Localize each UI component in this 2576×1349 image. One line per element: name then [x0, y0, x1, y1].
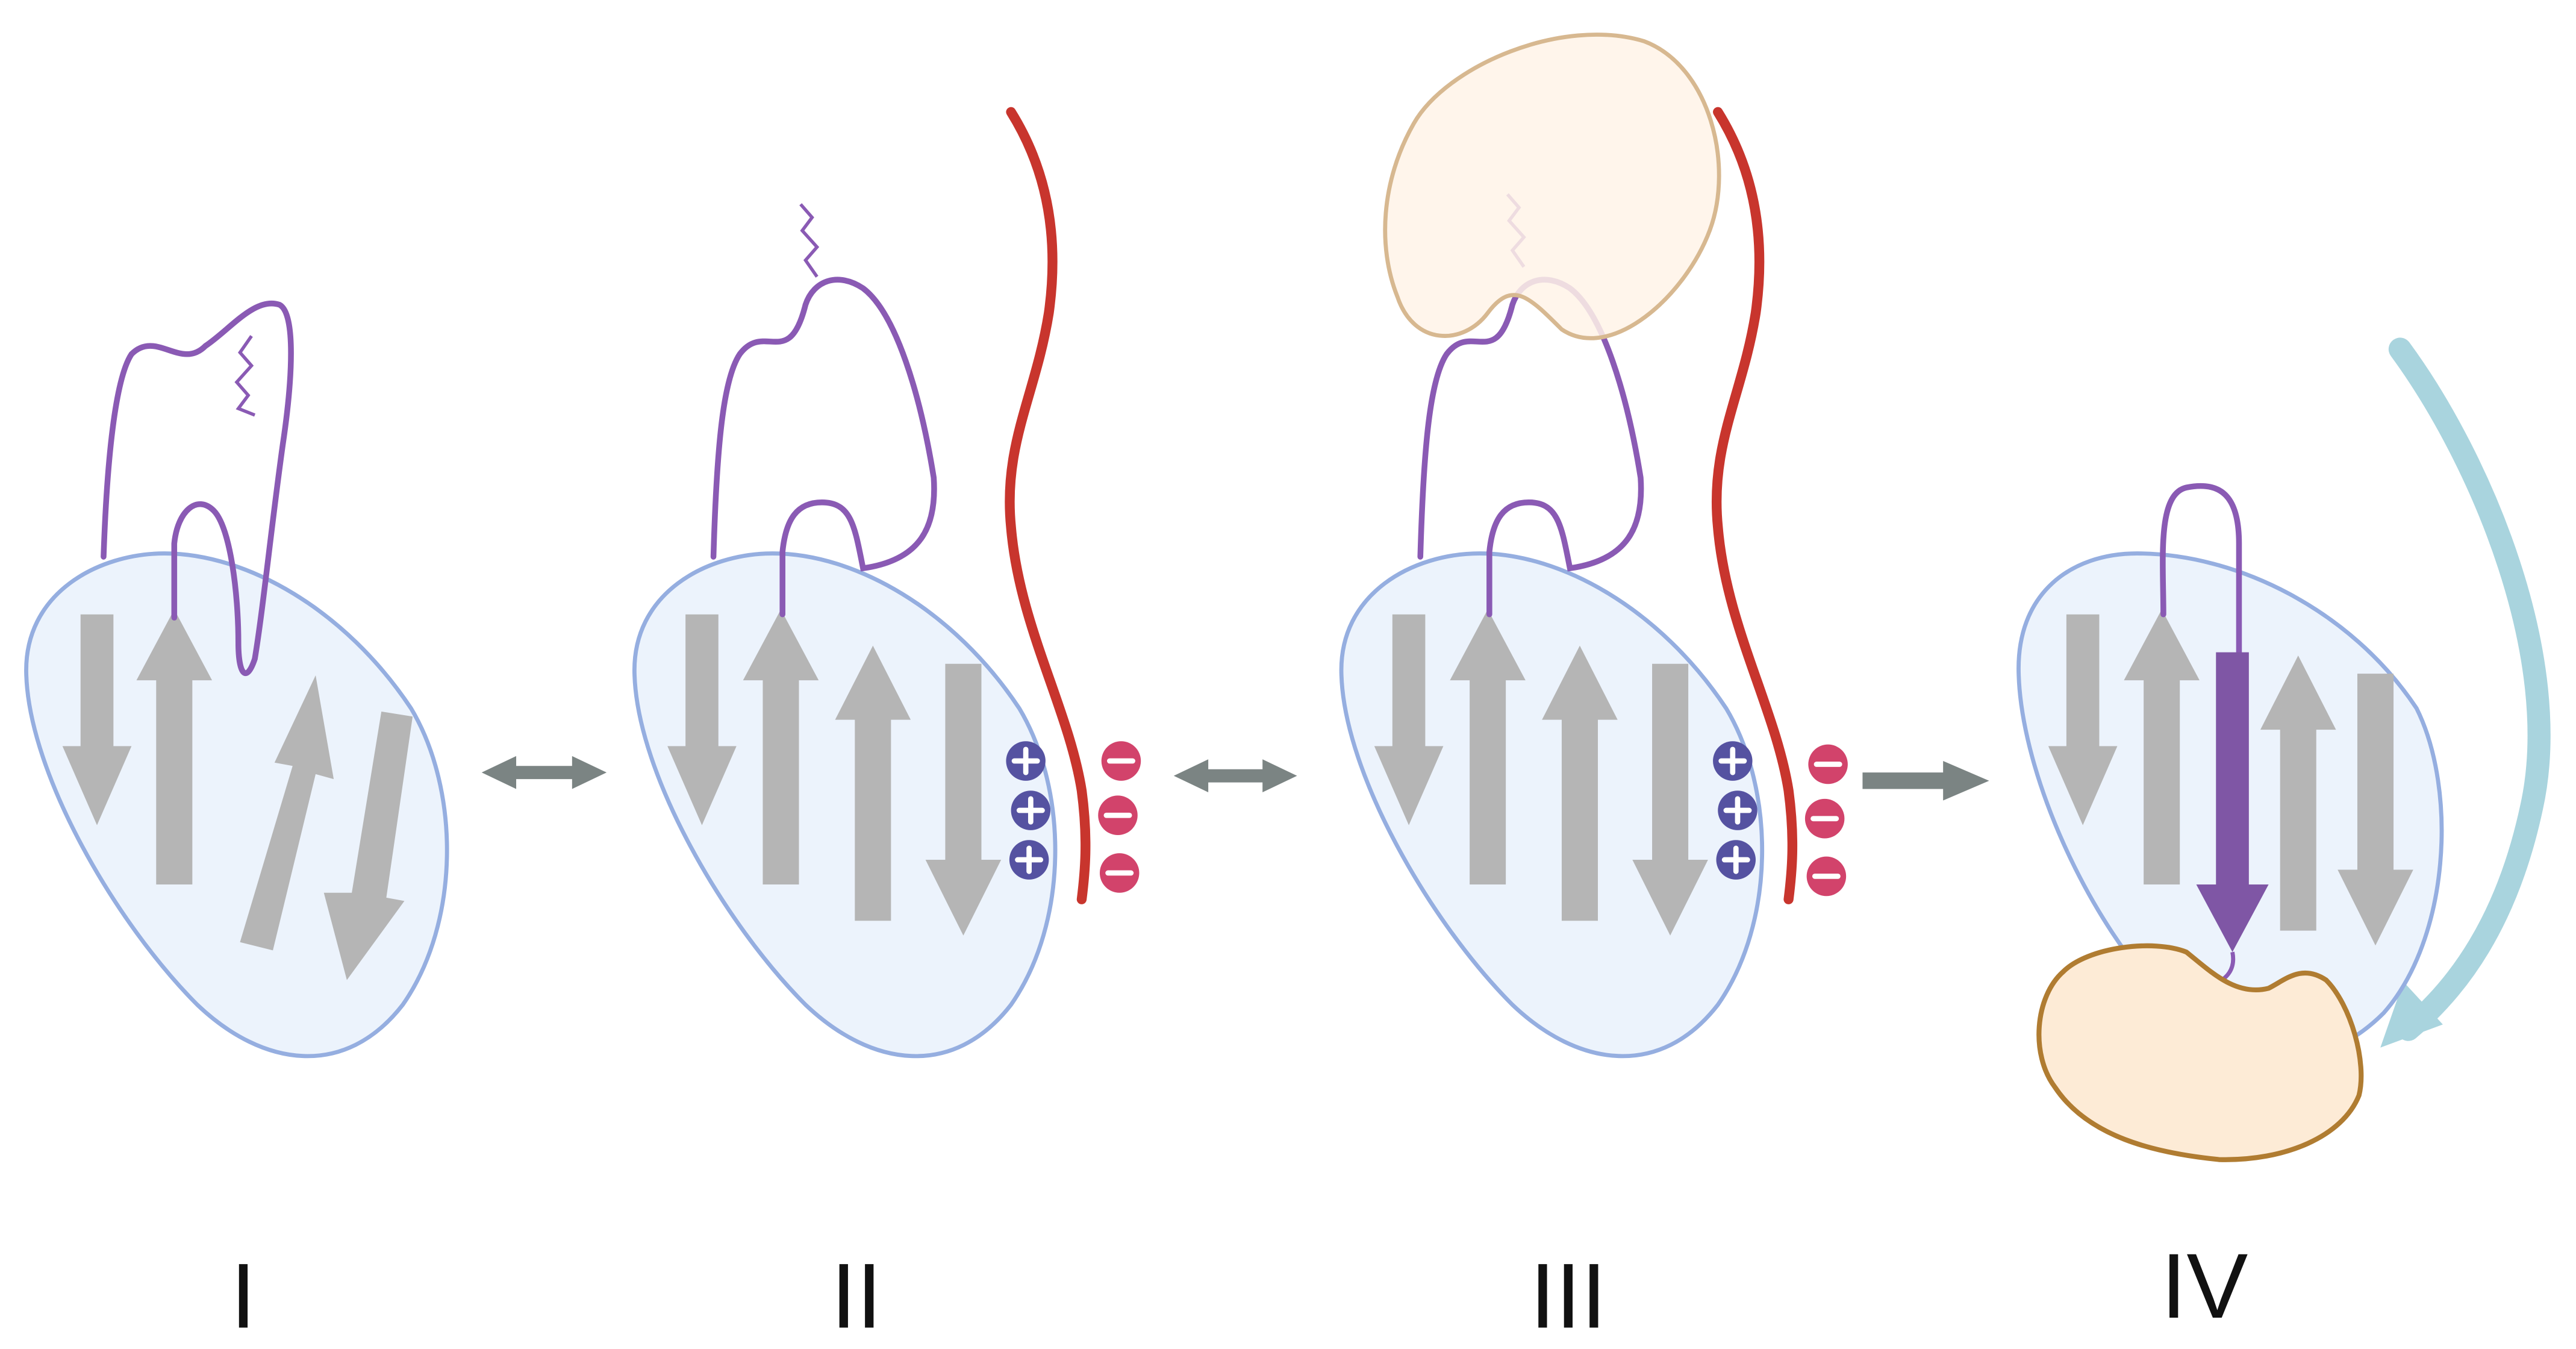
beta-strands	[62, 609, 413, 980]
positive-charges	[1713, 741, 1757, 880]
lipid-anchor	[234, 335, 256, 417]
rotation-arrow-shaft	[2388, 337, 2551, 1041]
stage-1	[24, 300, 449, 1059]
beta-strands	[667, 609, 1002, 936]
unstructured-loop	[101, 300, 294, 677]
beta-strand-up	[1542, 645, 1618, 921]
lipid-anchor	[799, 203, 820, 278]
membrane	[1711, 107, 1798, 904]
beta-strand-down	[1374, 614, 1444, 825]
beta-strand-down	[2048, 614, 2118, 825]
negative-charges	[1805, 745, 1848, 897]
beta-strand-down	[1632, 663, 1708, 936]
beta-strand-up	[2124, 609, 2200, 885]
stage-label-1: I	[231, 1245, 256, 1347]
binding-partner-transparent	[1383, 33, 1721, 340]
negative-charges	[1098, 741, 1141, 893]
beta-strand-down	[667, 614, 737, 825]
beta-strand-down	[2337, 674, 2413, 946]
forward-arrow	[1862, 761, 1989, 801]
beta-strand-down	[323, 712, 413, 980]
rotation-arrow-head	[2380, 981, 2443, 1048]
beta-strands	[1374, 609, 1708, 936]
stage-label-3: III	[1530, 1245, 1606, 1347]
beta-strand-up	[1450, 609, 1526, 885]
binding-partner	[2036, 943, 2364, 1162]
beta-strand-up	[2260, 656, 2336, 931]
unstructured-loop	[710, 277, 937, 618]
stage-3	[1339, 33, 1848, 1059]
loop-hairpin	[2160, 483, 2242, 659]
stage-4	[2016, 337, 2551, 1162]
stage-label-4: IV	[2161, 1235, 2248, 1338]
beta-strand-up	[136, 609, 213, 885]
beta-strand-up	[743, 609, 819, 885]
equilibrium-arrow	[1173, 759, 1297, 792]
beta-strands	[2048, 609, 2413, 946]
inserted-beta-strand	[2196, 652, 2269, 953]
membrane	[1005, 107, 1091, 904]
beta-strand-up	[835, 645, 911, 921]
positive-charges	[1006, 741, 1050, 880]
stage-label-2: II	[831, 1245, 882, 1347]
equilibrium-arrow	[481, 756, 607, 789]
beta-strand-down	[62, 614, 132, 825]
beta-strand-up	[240, 675, 334, 951]
stage-2	[632, 107, 1141, 1059]
beta-strand-down	[925, 663, 1002, 936]
